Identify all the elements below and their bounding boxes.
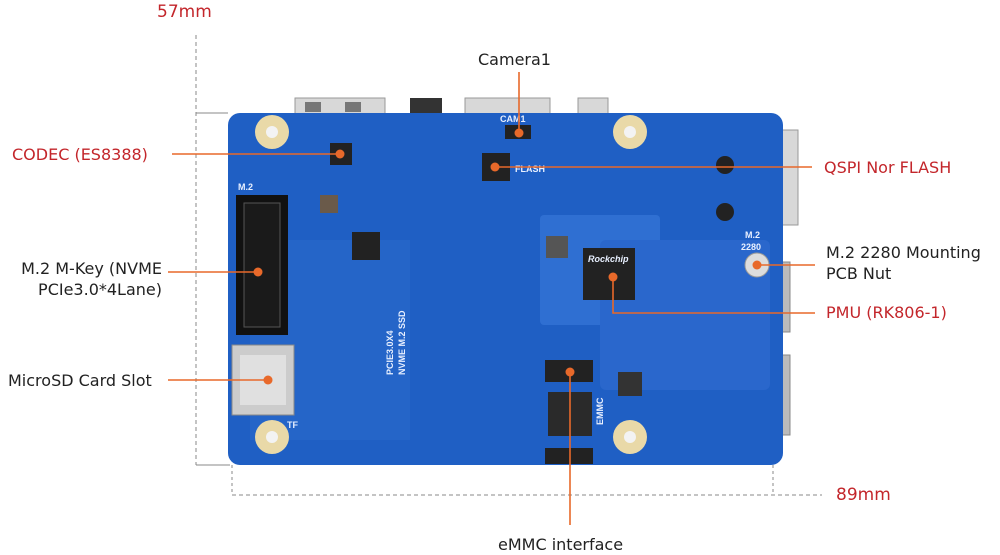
silk-emmc: EMMC (595, 397, 605, 425)
m2-nut-line2: PCB Nut (826, 264, 892, 283)
pmu-label: PMU (RK806-1) (826, 303, 947, 322)
m2-mkey-line1: M.2 M-Key (NVME (21, 259, 162, 278)
silk-m2: M.2 (238, 182, 253, 192)
silk-tf: TF (287, 420, 298, 430)
silk-rockchip: Rockchip (588, 254, 629, 264)
silkscreen-text: M.2 M.2 2280 FLASH CAM1 TF Rockchip PCIE… (238, 114, 761, 430)
silk-pcie-b: NVME M.2 SSD (397, 310, 407, 375)
m2-mkey-line2: PCIe3.0*4Lane) (38, 280, 162, 299)
qspi-label: QSPI Nor FLASH (824, 158, 952, 177)
emmc-label: eMMC interface (498, 535, 624, 554)
dimension-lines (195, 35, 822, 496)
microsd-label: MicroSD Card Slot (8, 371, 152, 390)
m2-mkey-label: M.2 M-Key (NVME PCIe3.0*4Lane) (2, 258, 162, 300)
components (231, 125, 642, 464)
silk-m2-2280-a: M.2 (745, 230, 760, 240)
codec-label: CODEC (ES8388) (12, 145, 148, 164)
m2-nut-label: M.2 2280 Mounting PCB Nut (826, 242, 981, 284)
height-dimension: 57mm (157, 2, 212, 22)
m2-nut-line1: M.2 2280 Mounting (826, 243, 981, 262)
silk-flash: FLASH (515, 164, 545, 174)
camera-label: Camera1 (478, 50, 551, 69)
silk-cam: CAM1 (500, 114, 526, 124)
silk-m2-2280-b: 2280 (741, 242, 761, 252)
silk-pcie-a: PCIE3.0X4 (385, 330, 395, 375)
callout-lines (168, 72, 815, 525)
width-dimension: 89mm (836, 485, 891, 505)
